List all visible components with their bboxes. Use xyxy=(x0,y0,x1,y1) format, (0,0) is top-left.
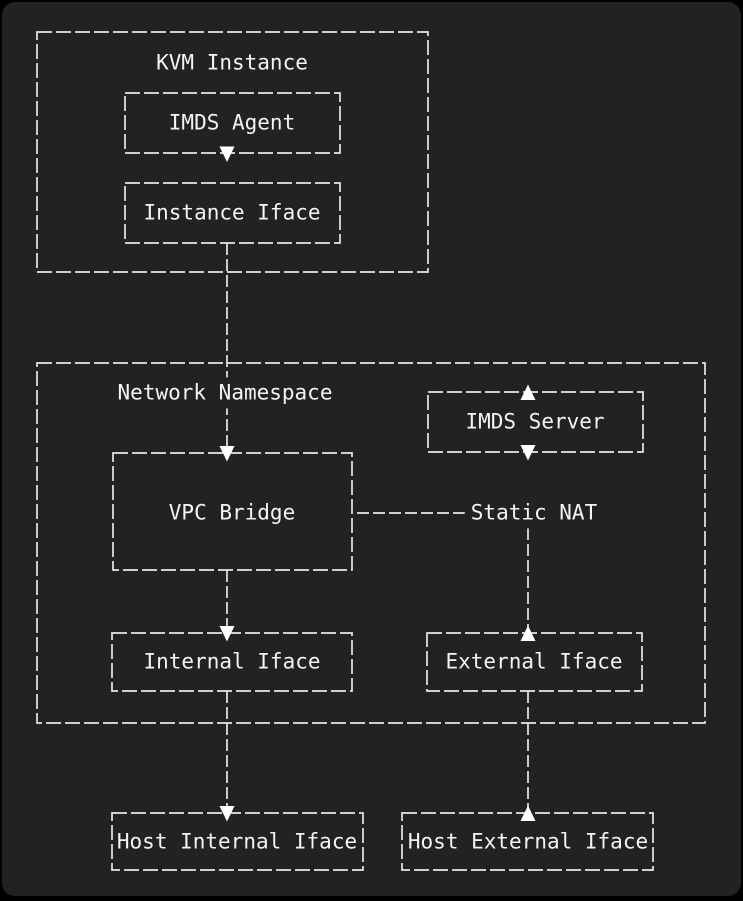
node-label-imds-agent: IMDS Agent xyxy=(168,110,296,135)
arrow-down-icon xyxy=(219,446,235,462)
node-label-network-namespace: Network Namespace xyxy=(111,377,339,409)
network-namespace-box xyxy=(36,362,706,724)
arrow-up-icon xyxy=(520,625,536,641)
instance-iface-box xyxy=(124,182,341,244)
node-label-internal-iface: Internal Iface xyxy=(143,649,321,674)
node-label-vpc-bridge: VPC Bridge xyxy=(168,500,296,525)
kvm-instance-box xyxy=(36,31,429,273)
imds-agent-box xyxy=(124,92,341,154)
internal-iface-box xyxy=(111,632,353,692)
arrow-up-icon xyxy=(520,805,536,821)
arrow-down-icon xyxy=(219,626,235,642)
arrow-up-icon xyxy=(520,384,536,400)
node-label-host-internal-iface: Host Internal Iface xyxy=(116,829,358,854)
node-label-external-iface: External Iface xyxy=(445,649,623,674)
host-internal-iface-box xyxy=(111,812,364,871)
node-label-host-external-iface: Host External Iface xyxy=(407,829,649,854)
imds-server-box xyxy=(427,391,644,453)
node-label-static-nat: Static NAT xyxy=(464,497,604,529)
node-label-instance-iface: Instance Iface xyxy=(143,200,321,225)
arrow-down-icon xyxy=(219,146,235,162)
arrow-down-icon xyxy=(520,445,536,461)
node-label-imds-server: IMDS Server xyxy=(465,409,605,434)
node-label-kvm-instance: KVM Instance xyxy=(156,50,308,75)
arrow-down-icon xyxy=(219,806,235,822)
vpc-bridge-box xyxy=(112,452,353,571)
external-iface-box xyxy=(426,632,643,692)
